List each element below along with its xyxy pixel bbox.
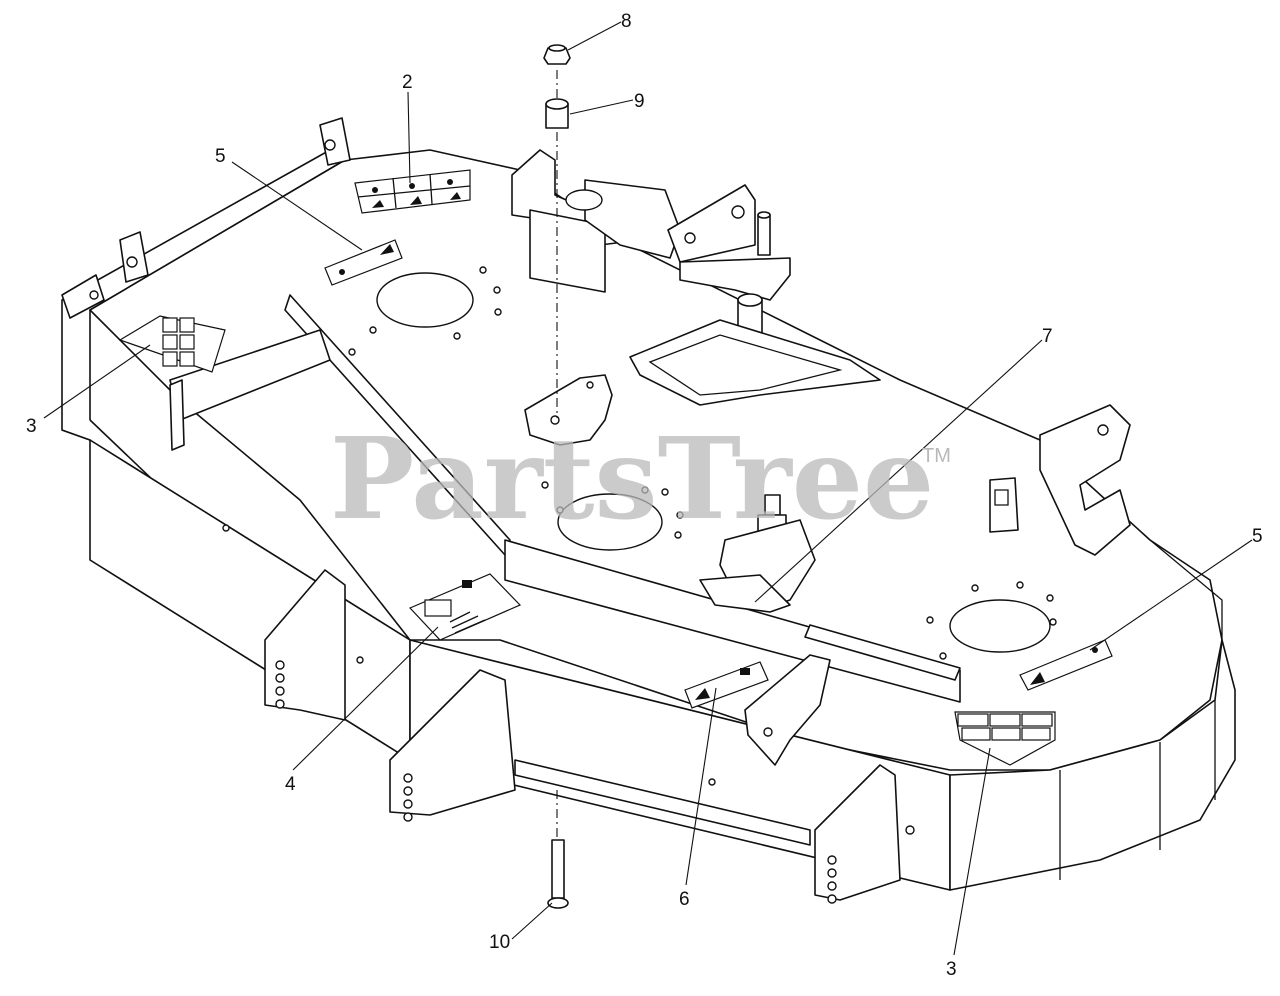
- partstree-watermark: PartsTree: [330, 414, 934, 545]
- decal-3-left-pad: [118, 315, 226, 373]
- callout-3-left: 3: [26, 416, 37, 437]
- callout-10: 10: [489, 932, 510, 953]
- decal-5-right: [1019, 639, 1113, 691]
- callout-8: 8: [621, 11, 632, 32]
- decal-2-warning: [354, 169, 471, 214]
- callout-2: 2: [402, 72, 413, 93]
- hardware-9-spacer: [545, 98, 569, 129]
- hardware-8-flange-nut: [543, 44, 571, 65]
- watermark-trademark: TM: [922, 445, 951, 467]
- callout-leaders: [43, 21, 1253, 956]
- callout-9: 9: [634, 91, 645, 112]
- hardware-10-bolt: [547, 839, 569, 909]
- callout-7: 7: [1042, 326, 1053, 347]
- decal-6-warning: [684, 661, 769, 709]
- idler-pivot-assembly: [699, 494, 816, 613]
- decal-3-right-pad: [954, 711, 1056, 766]
- mower-deck-shell: [61, 117, 1236, 891]
- decal-4-instruction: [408, 573, 522, 641]
- front-gusset-brackets: [264, 569, 901, 904]
- spindle-openings: [222, 266, 1057, 835]
- callout-6: 6: [679, 889, 690, 910]
- callout-4: 4: [285, 774, 296, 795]
- deck-baffles: [169, 294, 961, 703]
- decal-5-left: [324, 239, 403, 286]
- hitch-bracket-assembly: [511, 149, 881, 446]
- callout-5-left: 5: [215, 146, 226, 167]
- callout-3-right: 3: [946, 959, 957, 980]
- callout-5-right: 5: [1252, 526, 1263, 547]
- right-hitch-bracket: [989, 404, 1131, 556]
- callout-labels: 2 3 3 4 5 5 6 7 8 9 10: [26, 11, 1263, 980]
